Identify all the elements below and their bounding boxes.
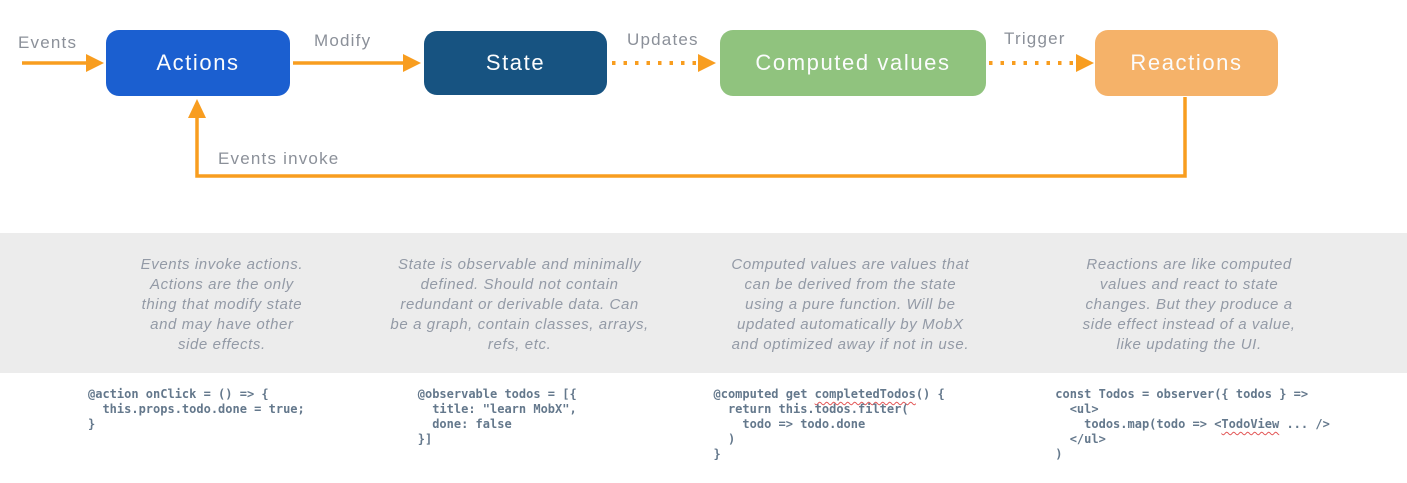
arrow-actions-to-state	[293, 54, 421, 72]
edge-label-trigger: Trigger	[1004, 29, 1066, 48]
code-sample-observable: @observable todos = [{ title: "learn Mob…	[417, 387, 577, 446]
node-actions: Actions	[106, 30, 290, 96]
arrow-state-to-computed	[612, 54, 716, 72]
arrow-reactions-feedback-loop	[188, 97, 1187, 178]
arrow-events-to-actions	[22, 54, 104, 72]
edge-label-modify: Modify	[314, 31, 372, 50]
code-column-state: @observable todos = [{ title: "learn Mob…	[352, 387, 704, 483]
descriptions-band: Events invoke actions. Actions are the o…	[0, 233, 1407, 373]
code-column-reactions: const Todos = observer({ todos } => <ul>…	[1055, 387, 1407, 483]
node-computed-values: Computed values	[720, 30, 986, 96]
code-sample-computed: @computed get completedTodos() { return …	[713, 387, 945, 461]
arrow-layer	[22, 54, 1187, 178]
arrow-computed-to-reactions	[989, 54, 1094, 72]
code-samples-row: @action onClick = () => { this.props.tod…	[0, 373, 1407, 483]
description-actions: Events invoke actions. Actions are the o…	[140, 256, 304, 353]
node-state: State	[424, 31, 607, 95]
code-sample-action: @action onClick = () => { this.props.tod…	[88, 387, 305, 431]
code-column-computed: @computed get completedTodos() { return …	[704, 387, 1056, 483]
flow-diagram: Actions State Computed values Reactions …	[0, 0, 1407, 233]
code-sample-observer: const Todos = observer({ todos } => <ul>…	[1055, 387, 1330, 461]
description-reactions: Reactions are like computed values and r…	[1082, 256, 1296, 353]
edge-label-updates: Updates	[627, 30, 699, 49]
description-state: State is observable and minimally define…	[390, 256, 649, 353]
description-computed: Computed values are values that can be d…	[731, 256, 970, 353]
edge-label-events: Events	[18, 33, 78, 52]
edge-label-events-invoke: Events invoke	[218, 149, 340, 168]
code-column-actions: @action onClick = () => { this.props.tod…	[0, 387, 352, 483]
node-reactions: Reactions	[1095, 30, 1278, 96]
